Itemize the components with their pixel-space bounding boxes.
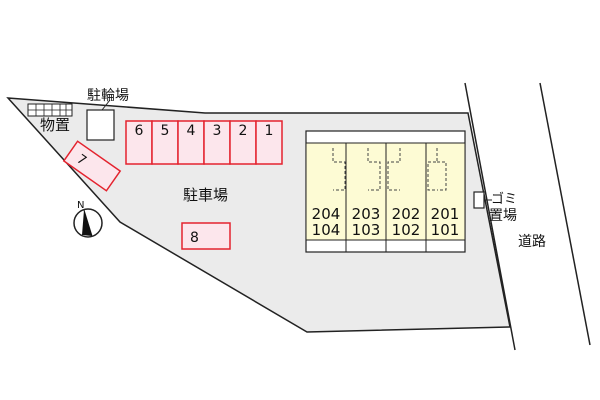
unit-lower-number: 101 [431,221,460,239]
parking-space [255,120,283,165]
unit-lower-number: 102 [392,221,421,239]
parking-lot-label: 駐車場 [183,186,228,204]
parking-row: 6 5 4 3 2 1 [125,120,283,165]
unit-upper-number: 202 [392,205,421,223]
parking-space [177,120,205,165]
parking-space-8 [181,222,231,250]
parking-space-7: 7 [62,140,122,192]
parking-space-number: 1 [265,123,274,139]
storage-shed [27,103,73,117]
road-edge-right [539,82,591,346]
compass-icon [73,208,103,238]
bicycle-parking-label: 駐輪場 [87,87,129,104]
parking-space-8-number: 8 [190,230,199,246]
unit-upper-number: 203 [352,205,381,223]
parking-space-number: 5 [161,123,170,139]
bicycle-parking-area [86,109,115,141]
road-edge-left [464,82,516,351]
garbage-label-line1: ゴミ [491,191,517,207]
parking-space-number: 4 [187,123,196,139]
parking-space-number: 2 [239,123,248,139]
road-label: 道路 [518,234,546,250]
garbage-label-line2: 置場 [489,208,517,224]
parking-space-number: 3 [213,123,222,139]
parking-space [151,120,179,165]
storage-label: 物置 [40,116,70,134]
unit-lower-number: 103 [352,221,381,239]
garbage-area [473,191,485,209]
parking-space [203,120,231,165]
unit-upper-number: 201 [431,205,460,223]
unit-lower-number: 104 [312,221,341,239]
apartment-building [305,130,466,253]
parking-space [229,120,257,165]
compass-north-label: N [77,200,84,211]
parking-space [125,120,153,165]
unit-upper-number: 204 [312,205,341,223]
bicycle-parking-leader [101,99,111,111]
parking-space-number: 6 [135,123,144,139]
